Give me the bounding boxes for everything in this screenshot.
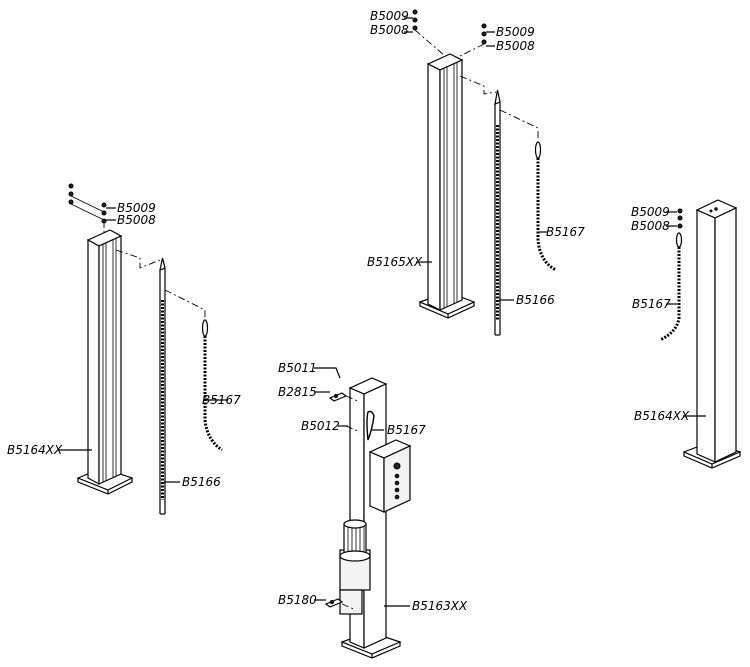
bottom-middle-label-b5163xx: B5163XX (412, 599, 468, 613)
right-label-b5167: B5167 (632, 297, 671, 311)
top-middle-label-b5165xx: B5165XX (367, 255, 423, 269)
top-middle-label-b5008-left: B5008 (370, 23, 409, 37)
control-box (368, 439, 412, 513)
left-strip (159, 257, 166, 515)
right-column-assembly: B5009 B5008 B5167 B5164XX (631, 199, 742, 469)
top-bracket (328, 392, 361, 433)
bottom-middle-label-b2815: B2815 (278, 385, 317, 399)
left-cable (201, 319, 223, 452)
motor-unit (339, 519, 371, 615)
top-middle-screws (412, 9, 487, 57)
left-column-body (86, 229, 123, 486)
right-column-body (695, 199, 738, 463)
top-middle-label-b5167: B5167 (546, 225, 585, 239)
right-top-screws (677, 208, 683, 229)
right-cable (659, 232, 683, 342)
left-label-b5167: B5167 (202, 393, 241, 407)
top-middle-label-b5009-left: B5009 (370, 9, 409, 23)
left-column-assembly: B5009 B5008 B5167 B5164XX B5166 (7, 183, 241, 515)
top-middle-label-b5009-right: B5009 (496, 25, 535, 39)
bottom-middle-cable (366, 410, 375, 441)
left-label-b5008: B5008 (117, 213, 156, 227)
top-middle-column-body (426, 53, 464, 311)
left-top-screws (68, 183, 107, 236)
right-label-b5164xx: B5164XX (634, 409, 690, 423)
right-label-b5009: B5009 (631, 205, 670, 219)
left-label-b5009: B5009 (117, 201, 156, 215)
bottom-middle-column-assembly: B5011 B2815 B5012 B5167 B5180 B5163XX (278, 361, 468, 659)
bottom-middle-label-b5011: B5011 (278, 361, 317, 375)
bottom-middle-label-b5180: B5180 (278, 593, 317, 607)
top-middle-label-b5008-right: B5008 (496, 39, 535, 53)
bottom-middle-label-b5012: B5012 (301, 419, 340, 433)
bottom-bracket (324, 598, 357, 611)
left-label-b5164xx: B5164XX (7, 443, 63, 457)
right-label-b5008: B5008 (631, 219, 670, 233)
top-middle-cable (534, 141, 557, 272)
top-middle-label-b5166: B5166 (516, 293, 555, 307)
left-label-b5166: B5166 (182, 475, 221, 489)
top-middle-column-assembly: B5009 B5008 B5009 B5008 B5167 B5165XX B5… (367, 9, 585, 336)
top-middle-strip (494, 89, 501, 336)
bottom-middle-label-b5167: B5167 (387, 423, 426, 437)
